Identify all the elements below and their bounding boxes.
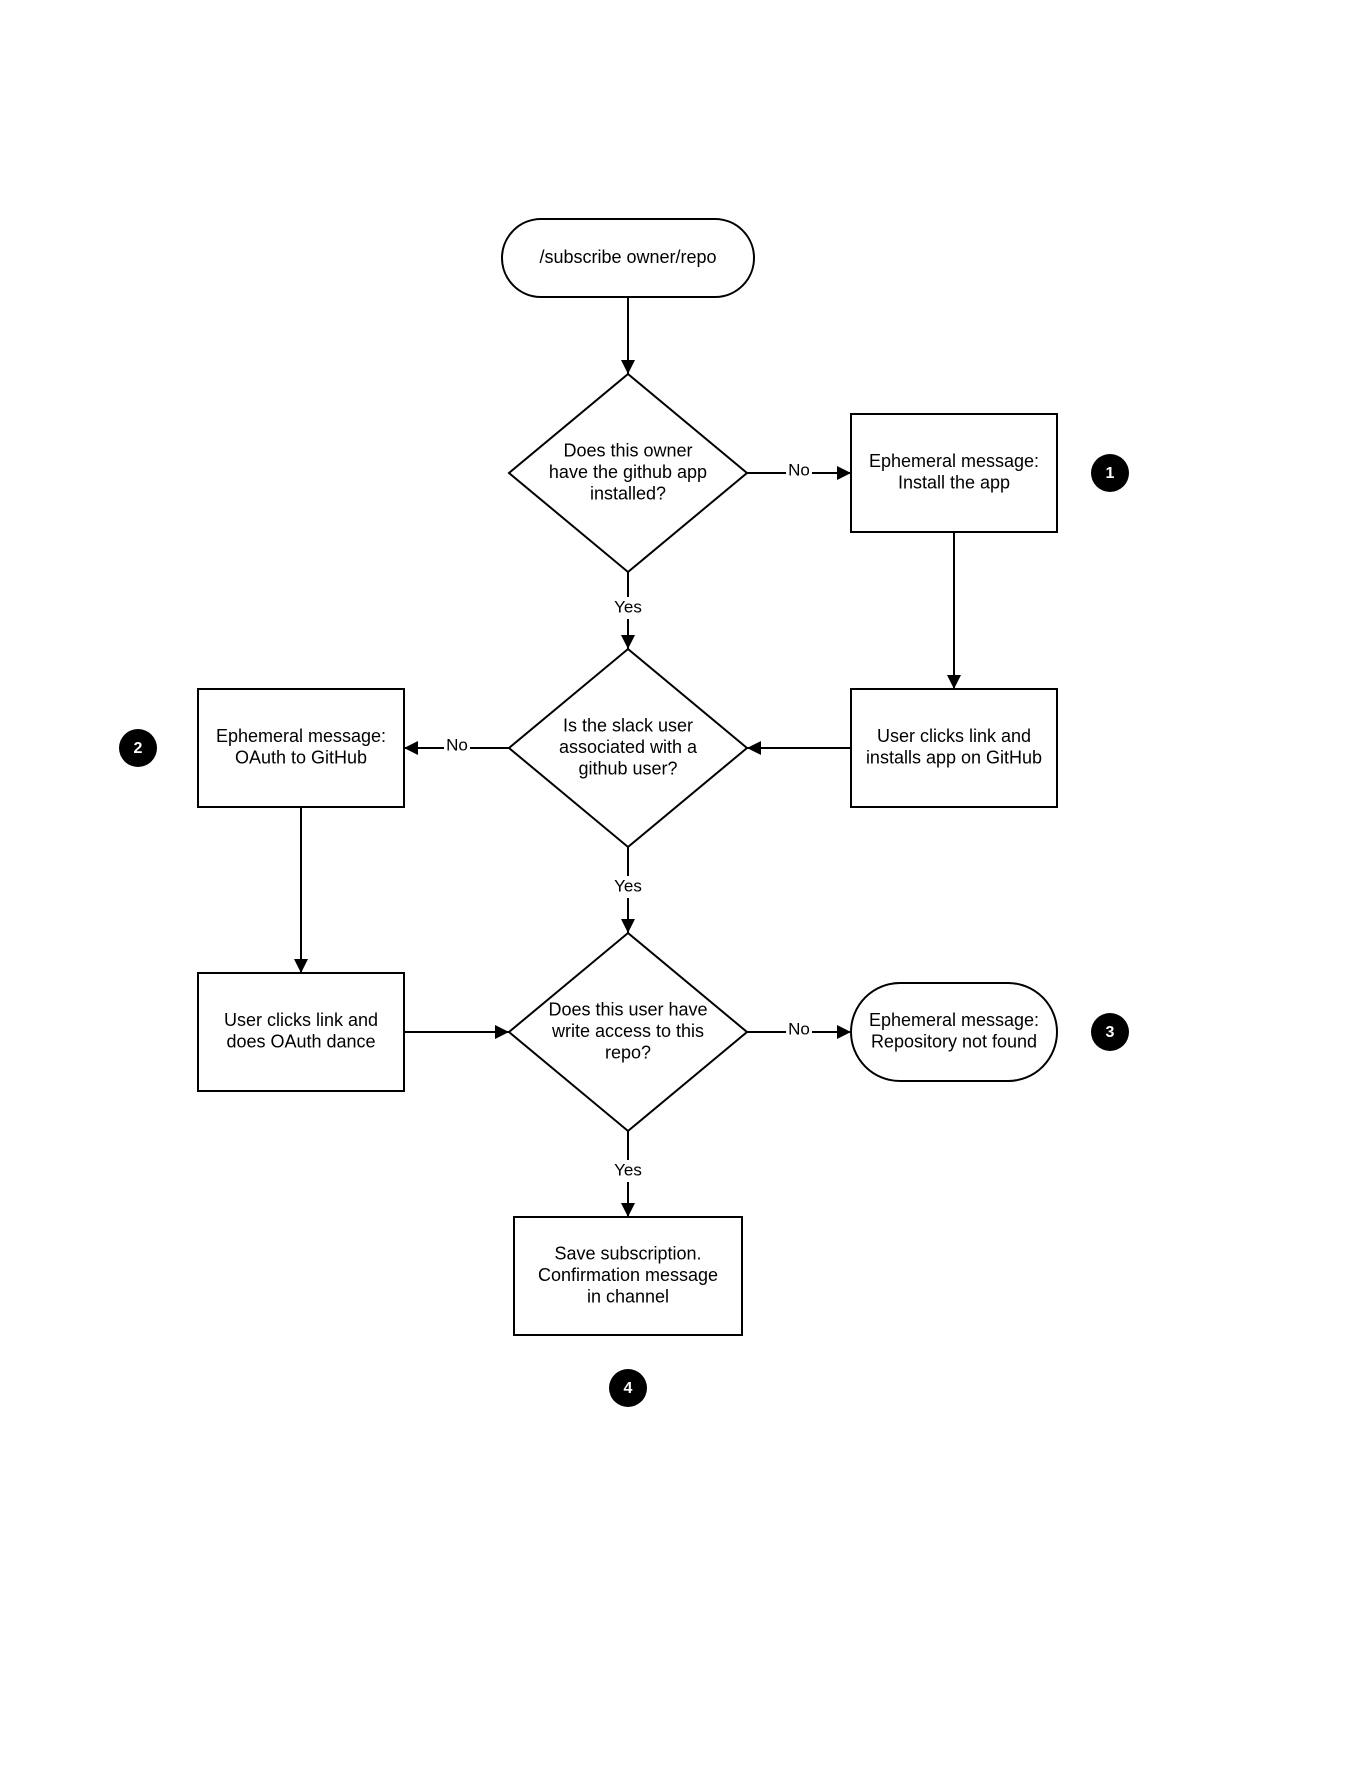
node-text-line: does OAuth dance xyxy=(226,1032,375,1052)
edge-label-yes: Yes xyxy=(614,1160,642,1179)
edge-label-background xyxy=(786,1019,812,1041)
process-box xyxy=(197,972,405,1092)
node-save-subscription: Save subscription.Confirmation messagein… xyxy=(513,1216,743,1336)
edge-q_user_associated-to-q_write_access: Yes xyxy=(610,847,646,933)
step-badge-circle xyxy=(1091,454,1129,492)
node-text-line: installs app on GitHub xyxy=(866,748,1042,768)
edge-label-background xyxy=(444,735,470,757)
node-msg-oauth: Ephemeral message:OAuth to GitHub xyxy=(197,688,405,808)
node-text-line: Is the slack user xyxy=(563,715,693,735)
edge-label-no: No xyxy=(788,460,810,479)
edge-label-background xyxy=(610,597,646,619)
edge-label-no: No xyxy=(446,735,468,754)
node-msg-install: Ephemeral message:Install the app xyxy=(850,413,1058,533)
step-badge-number: 2 xyxy=(134,740,143,757)
process-box xyxy=(850,413,1058,533)
step-badge-circle xyxy=(119,729,157,767)
edge-label-background xyxy=(786,460,812,482)
node-text-line: Save subscription. xyxy=(554,1243,701,1263)
step-badge-number: 1 xyxy=(1106,465,1115,482)
node-text-line: Confirmation message xyxy=(538,1265,718,1285)
node-text-line: Ephemeral message: xyxy=(869,1010,1039,1030)
node-text-line: repo? xyxy=(605,1042,651,1062)
edge-label-no: No xyxy=(788,1019,810,1038)
terminal-pill xyxy=(501,218,755,298)
decision-diamond xyxy=(507,931,749,1133)
node-text-line: associated with a xyxy=(559,737,698,757)
node-text-line: User clicks link and xyxy=(224,1010,378,1030)
node-msg-not-found: Ephemeral message:Repository not found xyxy=(850,982,1058,1082)
process-box xyxy=(197,688,405,808)
edge-q_user_associated-to-msg_oauth: No xyxy=(404,735,509,757)
edge-q_write_access-to-msg_not_found: No xyxy=(747,1019,851,1041)
node-start: /subscribe owner/repo xyxy=(501,218,755,298)
node-text-line: User clicks link and xyxy=(877,726,1031,746)
terminal-pill xyxy=(850,982,1058,1082)
node-text-line: github user? xyxy=(578,758,677,778)
node-text-line: Ephemeral message: xyxy=(216,726,386,746)
node-text-line: installed? xyxy=(590,483,666,503)
edge-label-background xyxy=(610,876,646,898)
decision-diamond xyxy=(507,372,749,574)
step-badge-3: 3 xyxy=(1091,1013,1129,1051)
badges-layer: 1 2 3 4 xyxy=(119,454,1129,1407)
edge-q_app_installed-to-msg_install: No xyxy=(747,460,851,482)
node-text-line: have the github app xyxy=(549,462,707,482)
edge-q_app_installed-to-q_user_associated: Yes xyxy=(610,572,646,649)
node-text-line: in channel xyxy=(587,1286,669,1306)
node-text-line: Does this owner xyxy=(563,440,692,460)
node-text-line: OAuth to GitHub xyxy=(235,748,367,768)
edge-q_write_access-to-save_subscription: Yes xyxy=(610,1131,646,1217)
node-text-line: Install the app xyxy=(898,473,1010,493)
step-badge-circle xyxy=(1091,1013,1129,1051)
node-text-line: Ephemeral message: xyxy=(869,451,1039,471)
edge-label-yes: Yes xyxy=(614,876,642,895)
step-badge-circle xyxy=(609,1369,647,1407)
process-box xyxy=(513,1216,743,1336)
node-text-line: Does this user have xyxy=(548,999,707,1019)
step-badge-4: 4 xyxy=(609,1369,647,1407)
step-badge-1: 1 xyxy=(1091,454,1129,492)
process-box xyxy=(850,688,1058,808)
decision-diamond xyxy=(507,647,749,849)
step-badge-number: 3 xyxy=(1106,1024,1115,1041)
node-text-line: /subscribe owner/repo xyxy=(539,247,716,267)
node-text-line: write access to this xyxy=(551,1021,704,1041)
edge-label-background xyxy=(610,1160,646,1182)
node-text-line: Repository not found xyxy=(871,1032,1037,1052)
step-badge-2: 2 xyxy=(119,729,157,767)
step-badge-number: 4 xyxy=(624,1380,633,1397)
edge-label-yes: Yes xyxy=(614,597,642,616)
